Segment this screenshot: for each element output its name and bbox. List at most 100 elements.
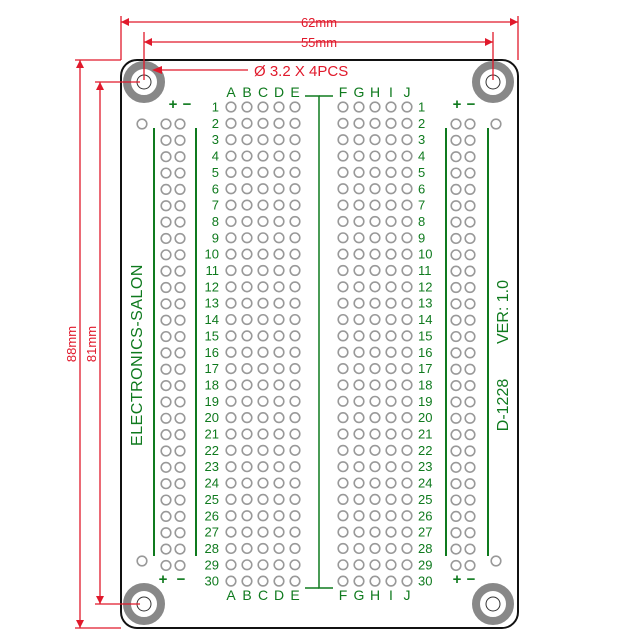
pad-hole — [369, 281, 381, 293]
rail-left-bottom-plus: + — [159, 571, 168, 588]
pad-hole — [337, 166, 349, 178]
pad-hole — [257, 559, 269, 571]
row-number-right: 6 — [418, 181, 425, 196]
pad-hole — [289, 248, 301, 260]
pad-hole — [353, 526, 365, 538]
row-number-left: 17 — [205, 361, 219, 376]
pad-hole — [225, 542, 237, 555]
row-number-right: 12 — [418, 279, 432, 294]
pad-hole — [337, 248, 349, 260]
rail-pad-hole — [464, 298, 476, 310]
pad-hole — [241, 117, 253, 129]
row-number-right: 16 — [418, 345, 432, 360]
rail-pad-hole — [160, 461, 172, 473]
row-number-left: 11 — [206, 263, 220, 278]
rail-pad-hole — [450, 265, 462, 277]
pad-hole — [353, 166, 365, 178]
pad-hole — [241, 297, 253, 309]
pad-hole — [385, 526, 397, 538]
pad-hole — [369, 379, 381, 391]
power-rail-lines — [153, 128, 489, 556]
pad-hole — [385, 510, 397, 522]
pad-hole — [369, 232, 381, 244]
corner-pad-hole — [136, 555, 148, 567]
pad-hole — [273, 346, 285, 358]
pad-hole — [369, 477, 381, 489]
pad-hole — [385, 117, 397, 129]
pad-hole — [225, 559, 237, 571]
pad-hole — [225, 575, 237, 587]
row-number-left: 19 — [205, 394, 219, 409]
rail-pad-hole — [464, 543, 476, 555]
column-letter-top: H — [370, 84, 380, 100]
dim-height-holes: 81mm — [84, 326, 99, 362]
rail-pad-hole — [174, 527, 186, 539]
rail-pad-hole — [450, 478, 462, 490]
rail-pad-hole — [450, 494, 462, 506]
row-number-right: 19 — [418, 394, 432, 409]
pad-hole — [369, 395, 381, 407]
pad-hole — [401, 101, 413, 113]
rail-pad-hole — [450, 281, 462, 294]
pad-hole — [225, 510, 237, 522]
pad-hole — [257, 477, 269, 489]
corner-pad-hole — [490, 118, 502, 130]
row-number-right: 14 — [418, 312, 432, 327]
row-number-left: 20 — [205, 410, 219, 425]
pad-hole — [273, 101, 285, 113]
row-number-left: 8 — [212, 214, 219, 229]
pad-hole — [273, 134, 285, 146]
pad-hole — [225, 379, 237, 391]
rail-pad-hole — [174, 167, 186, 179]
pad-hole — [257, 428, 269, 440]
pad-hole — [369, 166, 381, 178]
rail-pad-hole — [464, 183, 476, 195]
pad-hole — [337, 330, 349, 342]
pad-hole — [401, 248, 413, 260]
rail-pad-hole — [160, 281, 172, 294]
pad-hole — [353, 297, 365, 309]
rail-pad-hole — [464, 281, 476, 294]
pad-hole — [369, 363, 381, 375]
pad-hole — [401, 379, 413, 391]
pad-hole — [257, 363, 269, 375]
rail-pad-hole — [464, 429, 476, 441]
pad-hole — [401, 313, 413, 326]
pad-hole — [257, 395, 269, 407]
dimension-arrows — [76, 18, 518, 628]
rail-pad-hole — [464, 314, 476, 326]
pad-hole — [385, 215, 397, 228]
rail-pad-hole — [160, 380, 172, 392]
rail-pad-hole — [450, 134, 462, 146]
column-letter-top: I — [389, 84, 393, 100]
pad-hole — [273, 166, 285, 178]
row-number-left: 12 — [205, 279, 219, 294]
rail-pad-hole — [160, 298, 172, 310]
rail-pad-hole — [464, 527, 476, 539]
pad-hole — [273, 232, 285, 244]
pad-hole — [385, 264, 397, 277]
pad-hole — [241, 101, 253, 113]
pad-hole — [369, 199, 381, 211]
row-number-left: 1 — [212, 100, 219, 115]
pad-hole — [289, 313, 301, 326]
pad-hole — [401, 428, 413, 440]
pad-hole — [257, 297, 269, 309]
pad-hole — [353, 313, 365, 326]
pad-hole — [385, 542, 397, 555]
rail-pad-hole — [174, 461, 186, 473]
pad-hole — [289, 117, 301, 129]
rail-pad-hole — [174, 429, 186, 441]
pad-hole — [273, 150, 285, 162]
pad-hole — [385, 313, 397, 326]
pad-hole — [369, 264, 381, 277]
pad-hole — [273, 313, 285, 326]
pad-hole — [369, 526, 381, 538]
row-number-right: 26 — [418, 508, 432, 523]
rail-pad-hole — [464, 363, 476, 375]
row-number-right: 8 — [418, 214, 425, 229]
pad-hole — [241, 166, 253, 178]
pad-hole — [385, 150, 397, 162]
pad-hole — [369, 510, 381, 522]
row-number-right: 13 — [418, 296, 432, 311]
